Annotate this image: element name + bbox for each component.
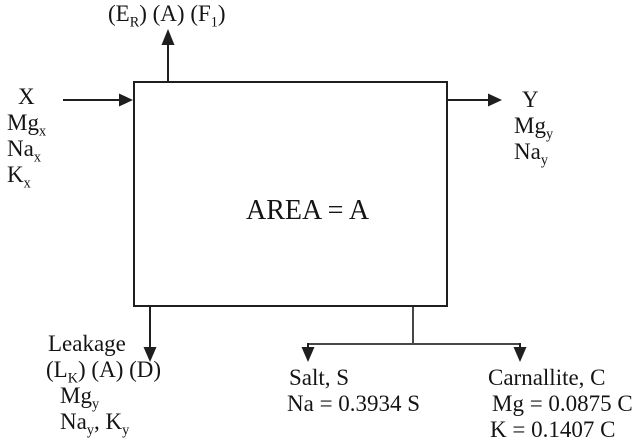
input-arrowhead-icon <box>119 93 133 107</box>
output-component-na: Nay <box>514 139 553 168</box>
overflow-label-text: ) <box>217 1 226 26</box>
carnallite-mg-equation: Mg = 0.0875 C <box>492 391 633 416</box>
output-component-mg: Mgy <box>514 113 553 142</box>
component-symbol: Na <box>514 139 541 164</box>
salt-stream-block: Salt, S Na = 0.3934 S <box>287 365 420 417</box>
component-subscript: x <box>23 175 31 192</box>
carnallite-arrowhead-icon <box>513 347 527 362</box>
leakage-factor-subscript: K <box>67 370 79 387</box>
component-subscript: y <box>122 422 130 439</box>
component-symbol: Mg <box>7 110 39 135</box>
component-subscript: y <box>86 422 94 439</box>
salt-na-equation: Na = 0.3934 S <box>287 391 421 416</box>
input-stream-block: X Mgx Nax Kx <box>7 84 46 191</box>
overflow-stream-label: (ER) (A) (F1) <box>108 1 226 30</box>
overflow-arrowhead-icon <box>161 29 175 45</box>
component-symbol: Mg <box>60 383 92 408</box>
component-subscript: y <box>91 396 100 413</box>
leakage-factor-text: (L <box>46 357 68 382</box>
process-box <box>133 81 448 307</box>
component-symbol: , K <box>93 409 123 434</box>
input-component-na: Nax <box>7 136 46 165</box>
leakage-stream-block: Leakage (LK) (A) (D) Mgy Nay, Ky <box>46 331 162 438</box>
leakage-component-mg: Mgy <box>60 383 161 412</box>
overflow-label-subscript: 1 <box>210 14 218 31</box>
leakage-factor-text: ) (A) (D) <box>78 357 162 382</box>
component-subscript: y <box>540 152 548 169</box>
salt-title: Salt, S <box>289 365 350 390</box>
process-box-label: AREA = A <box>246 195 370 226</box>
overflow-label-text: ) (A) (F <box>139 1 211 26</box>
output-stream-name: Y <box>522 87 539 112</box>
salt-arrowhead-icon <box>301 347 315 362</box>
output-stream-block: Y Mgy Nay <box>514 87 553 168</box>
input-stream-name: X <box>18 84 35 109</box>
input-component-k: Kx <box>7 162 46 191</box>
input-component-mg: Mgx <box>7 110 46 139</box>
component-symbol: Na <box>7 136 34 161</box>
output-arrowhead-icon <box>488 93 502 107</box>
carnallite-k-equation: K = 0.1407 C <box>490 417 616 442</box>
leakage-factors: (LK) (A) (D) <box>46 357 162 386</box>
carnallite-stream-block: Carnallite, C Mg = 0.0875 C K = 0.1407 C <box>488 365 633 443</box>
component-symbol: K <box>7 162 24 187</box>
leakage-component-na-k: Nay, Ky <box>60 409 161 438</box>
overflow-label-subscript: R <box>129 14 140 31</box>
component-symbol: Mg <box>514 113 546 138</box>
component-subscript: x <box>33 149 41 166</box>
component-symbol: Na <box>60 409 87 434</box>
component-subscript: x <box>38 123 47 140</box>
component-subscript: y <box>545 126 554 143</box>
overflow-label-text: (E <box>108 1 130 26</box>
leakage-title: Leakage <box>48 331 126 356</box>
leakage-arrowhead-icon <box>143 347 157 362</box>
carnallite-title: Carnallite, C <box>488 365 606 390</box>
